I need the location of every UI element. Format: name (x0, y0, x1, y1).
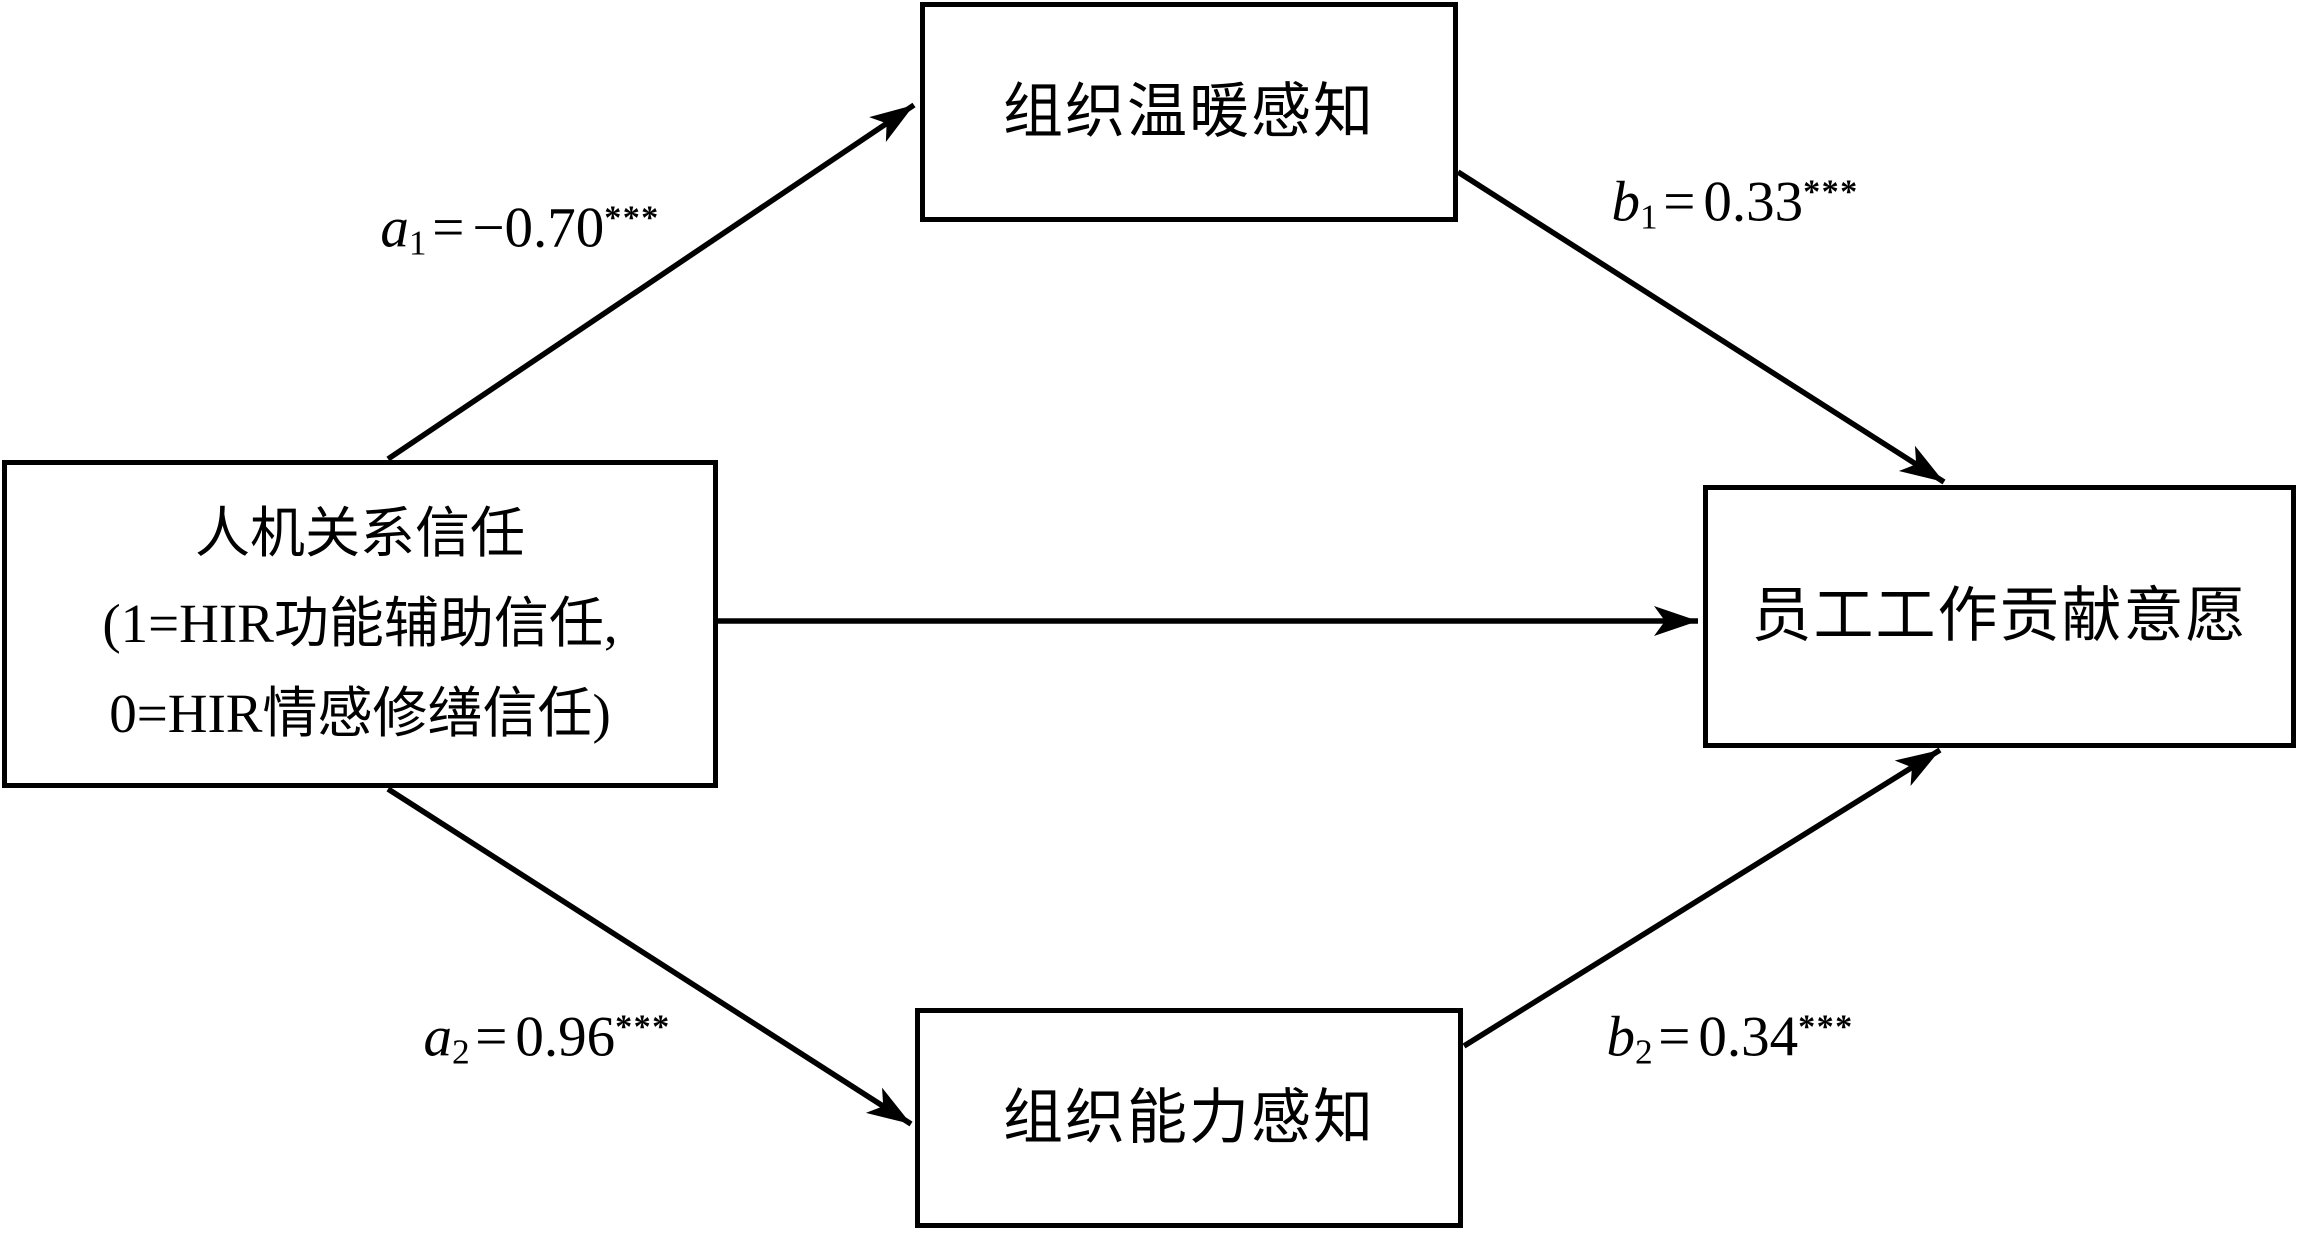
path-label-a1-sub: 1 (408, 223, 427, 263)
path-label-b1-stars: *** (1803, 173, 1859, 211)
arrow-b1 (1456, 169, 1946, 485)
box-org-warmth-label: 组织温暖感知 (1003, 78, 1375, 145)
path-label-a1-letter: a (380, 196, 409, 260)
box-org-competence: 组织能力感知 (915, 1008, 1463, 1228)
path-label-a2-letter: a (423, 1005, 452, 1069)
arrow-a2 (386, 786, 913, 1127)
path-label-b1-value: 0.33 (1703, 170, 1804, 234)
box-contribution-willingness: 员工工作贡献意愿 (1703, 485, 2296, 748)
path-label-b2-eq: = (1658, 1005, 1691, 1069)
path-label-b1-letter: b (1611, 170, 1640, 234)
arrow-a1 (386, 102, 916, 462)
path-label-a1-stars: *** (604, 199, 660, 237)
path-label-a2: a2=0.96*** (423, 1005, 670, 1070)
path-label-b1: b1=0.33*** (1611, 170, 1858, 235)
path-label-b2-value: 0.34 (1698, 1005, 1799, 1069)
box-hir-trust-line3: 0=HIR情感修缮信任) (109, 683, 611, 745)
path-label-b2-stars: *** (1798, 1008, 1854, 1046)
box-contribution-willingness-label: 员工工作贡献意愿 (1751, 583, 2248, 649)
path-label-a2-sub: 2 (451, 1032, 470, 1072)
path-label-b2-sub: 2 (1634, 1032, 1653, 1072)
box-hir-trust: 人机关系信任 (1=HIR功能辅助信任, 0=HIR情感修缮信任) (2, 460, 718, 788)
path-label-b2-letter: b (1606, 1005, 1635, 1069)
path-label-a2-stars: *** (615, 1008, 671, 1046)
path-label-b2: b2=0.34*** (1606, 1005, 1853, 1070)
box-org-competence-label: 组织能力感知 (1003, 1084, 1375, 1151)
arrow-b2 (1462, 747, 1942, 1049)
box-hir-trust-line1: 人机关系信任 (194, 502, 525, 564)
path-label-a1-eq: = (432, 196, 465, 260)
path-label-b1-eq: = (1663, 170, 1696, 234)
box-org-warmth: 组织温暖感知 (920, 2, 1458, 222)
path-label-a1: a1=−0.70*** (380, 196, 659, 261)
path-label-b1-sub: 1 (1639, 197, 1658, 237)
path-label-a2-eq: = (475, 1005, 508, 1069)
path-label-a1-value: −0.70 (472, 196, 605, 260)
path-label-a2-value: 0.96 (515, 1005, 616, 1069)
box-hir-trust-line2: (1=HIR功能辅助信任, (102, 592, 618, 654)
